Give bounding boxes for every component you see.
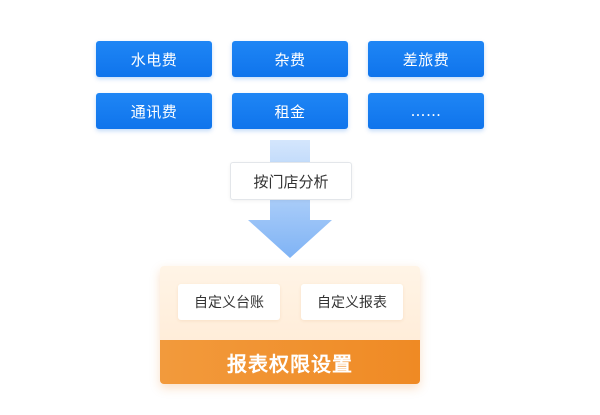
category-utilities[interactable]: 水电费 xyxy=(96,41,212,77)
category-label: 杂费 xyxy=(274,50,306,69)
analysis-label-text: 按门店分析 xyxy=(253,172,329,191)
category-label: 差旅费 xyxy=(402,50,450,69)
category-label: 通讯费 xyxy=(130,102,178,121)
category-misc[interactable]: 杂费 xyxy=(232,41,348,77)
category-rent[interactable]: 租金 xyxy=(232,93,348,129)
category-communication[interactable]: 通讯费 xyxy=(96,93,212,129)
custom-ledger-card[interactable]: 自定义台账 xyxy=(178,284,280,320)
report-permission-label: 报表权限设置 xyxy=(227,351,353,376)
report-permission-button[interactable]: 报表权限设置 xyxy=(160,340,420,384)
category-more[interactable]: …… xyxy=(368,93,484,129)
category-label: 水电费 xyxy=(130,50,178,69)
custom-report-label: 自定义报表 xyxy=(317,295,387,311)
category-travel[interactable]: 差旅费 xyxy=(368,41,484,77)
analysis-by-store-label[interactable]: 按门店分析 xyxy=(230,162,352,200)
custom-report-card[interactable]: 自定义报表 xyxy=(301,284,403,320)
custom-ledger-label: 自定义台账 xyxy=(194,295,264,311)
category-label: …… xyxy=(410,102,442,120)
report-panel: 自定义台账 自定义报表 报表权限设置 xyxy=(160,266,420,384)
category-label: 租金 xyxy=(274,102,306,121)
